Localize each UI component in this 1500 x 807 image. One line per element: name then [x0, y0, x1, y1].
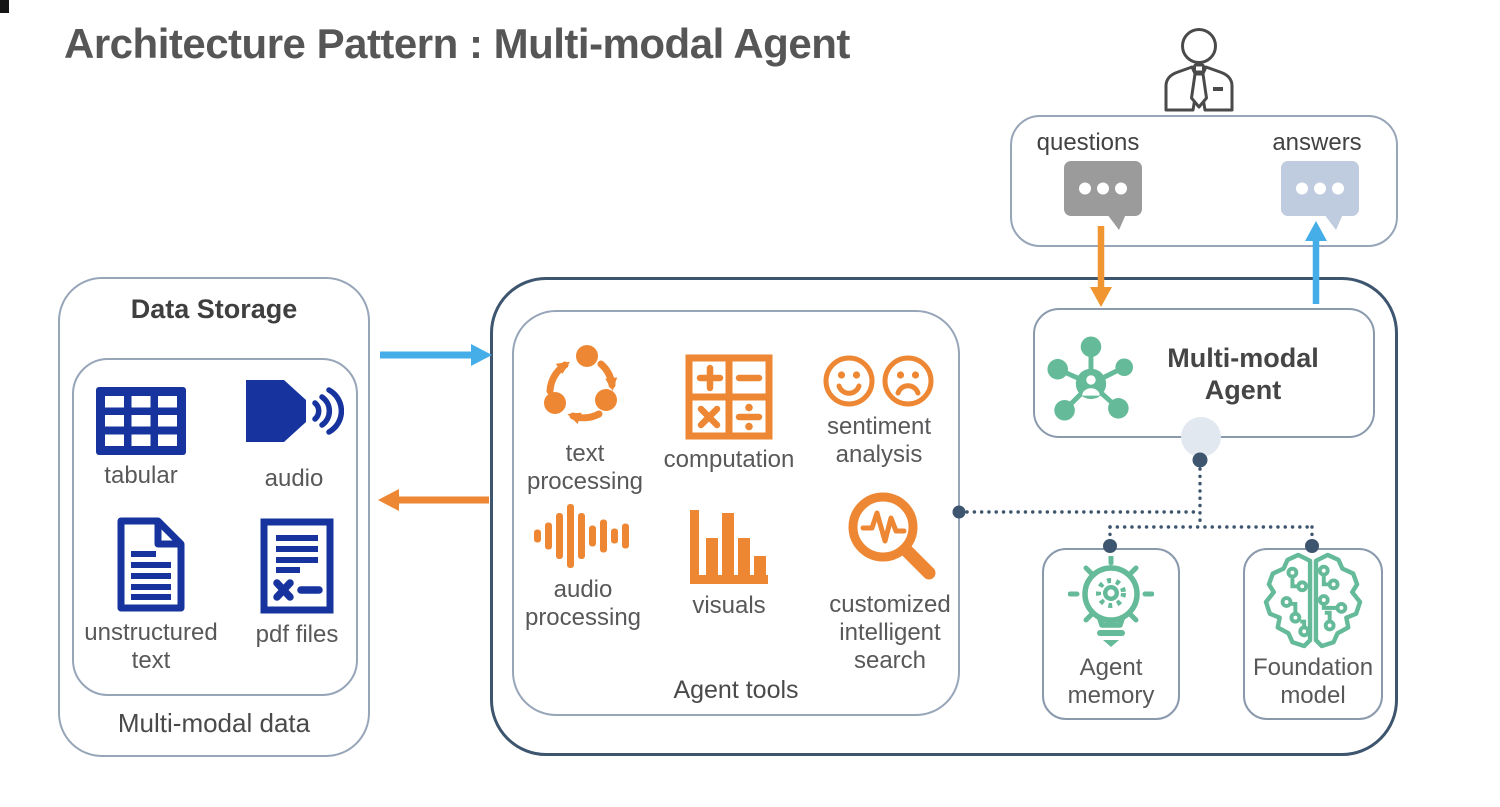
questions-label: questions — [1036, 129, 1140, 156]
network-hub-icon — [1047, 336, 1134, 421]
questions-bubble-icon — [1064, 161, 1142, 230]
storage-item-tabular: tabular — [88, 386, 194, 490]
tool-item-customized-intelligent-search: customized intelligent search — [822, 487, 958, 674]
storage-item-unstructured-text: unstructured text — [76, 516, 226, 675]
lightbulb-gear-icon — [1068, 556, 1154, 647]
user-person-icon — [1164, 28, 1234, 112]
answers-label: answers — [1272, 129, 1362, 156]
storage-item-label: tabular — [104, 462, 178, 489]
storage-to-tools-arrow — [380, 344, 492, 366]
tool-item-label: computation — [663, 446, 795, 473]
data-storage-caption: Multi-modal data — [117, 708, 311, 738]
document-icon — [117, 517, 185, 612]
happy-sad-faces-icon — [823, 355, 934, 407]
corner-artifact — [0, 0, 9, 13]
magnifier-pulse-icon — [848, 492, 936, 580]
storage-item-pdf-files: pdf files — [236, 517, 358, 649]
tool-item-sentiment-analysis: sentiment analysis — [818, 355, 940, 469]
pdf-file-icon — [260, 518, 334, 614]
answers-bubble-icon — [1281, 161, 1359, 230]
bar-chart-icon — [690, 510, 768, 584]
data-storage-title: Data Storage — [130, 294, 298, 324]
foundation-model-box — [1243, 548, 1383, 720]
cycle-arrows-icon — [544, 345, 618, 424]
tool-item-label: text processing — [526, 440, 644, 495]
tool-item-label: sentiment analysis — [826, 413, 932, 468]
foundation-model-label: Foundation model — [1252, 654, 1374, 709]
agent-tools-caption: Agent tools — [673, 676, 799, 704]
storage-item-label: audio — [264, 465, 324, 492]
tools-to-storage-arrow — [378, 489, 489, 511]
tool-item-audio-processing: audio processing — [518, 502, 648, 632]
storage-item-audio: audio — [238, 374, 350, 493]
tool-item-label: audio processing — [524, 576, 642, 631]
tool-item-computation: computation — [654, 354, 804, 474]
tool-item-label: visuals — [692, 592, 766, 619]
math-operations-icon — [685, 354, 773, 440]
tool-item-visuals: visuals — [664, 506, 794, 620]
agent-memory-label: Agent memory — [1067, 654, 1155, 709]
page-title: Architecture Pattern : Multi-modal Agent — [64, 20, 850, 67]
waveform-icon — [534, 504, 629, 568]
storage-item-label: unstructured text — [84, 619, 218, 674]
tool-item-text-processing: text processing — [520, 342, 650, 496]
multimodal-agent-label: Multi-modal Agent — [1167, 343, 1319, 406]
speaker-icon — [246, 380, 344, 442]
storage-item-label: pdf files — [255, 621, 339, 648]
table-icon — [96, 387, 186, 455]
tool-item-label: customized intelligent search — [829, 591, 951, 674]
brain-circuit-icon — [1263, 552, 1363, 649]
